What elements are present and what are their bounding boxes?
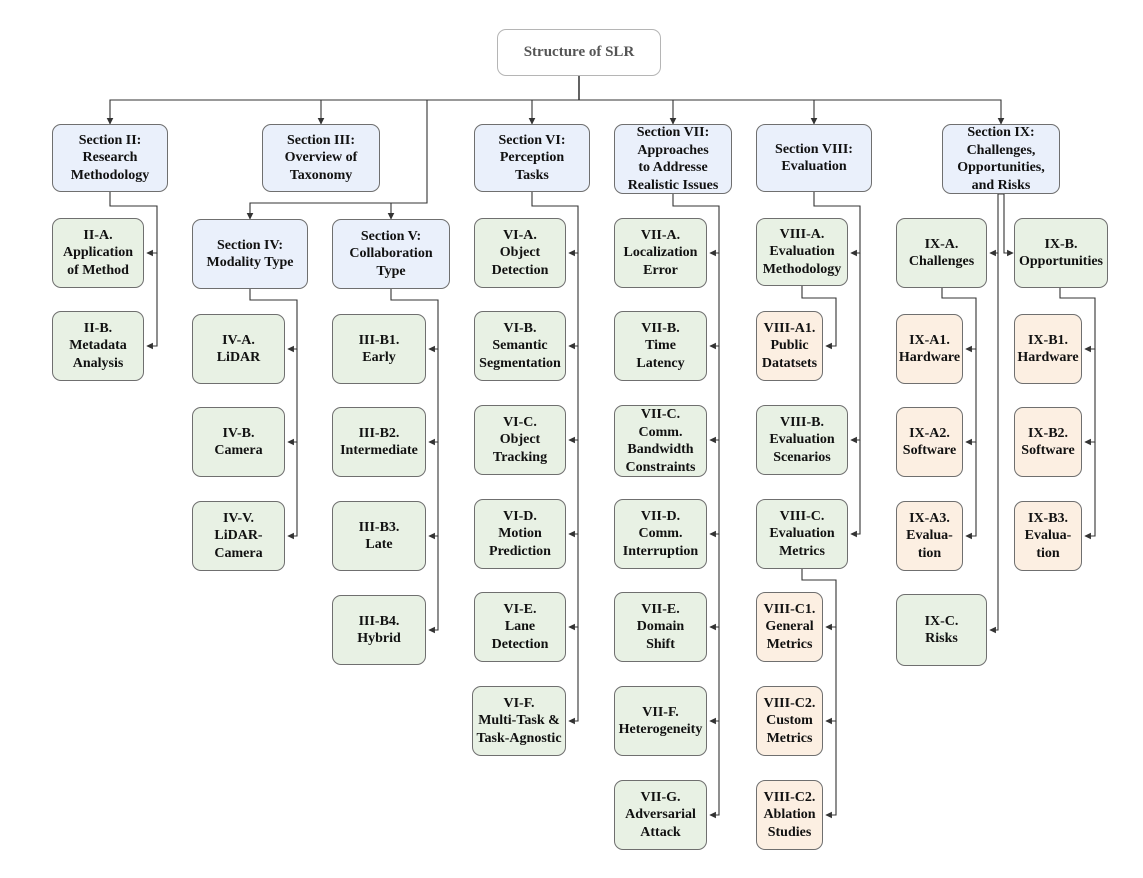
edge-root-s5 [387,202,427,220]
root-node: Structure of SLR [497,29,661,76]
edge-s6-6e [568,534,579,631]
edge-s6-6b [568,253,579,350]
edge-s8-8b [850,253,861,444]
node-vi-f: VI-F. Multi-Task & Task-Agnostic [472,686,566,756]
node-iii-b1: III-B1. Early [332,314,426,384]
node-viii-b: VIII-B. Evaluation Scenarios [756,405,848,475]
edge-s7-7f [709,627,720,725]
edge-s4-4b [287,349,298,446]
node-ix-a: IX-A. Challenges [896,218,987,288]
edge-s6-6f [568,627,579,725]
edge-9a-a3 [965,442,977,540]
edge-s7-7b [709,253,720,350]
node-viii-a: VIII-A. Evaluation Methodology [756,218,848,286]
section-iv-node: Section IV: Modality Type [192,219,308,289]
node-viii-c: VIII-C. Evaluation Metrics [756,499,848,569]
node-vii-b: VII-B. Time Latency [614,311,707,381]
node-ix-c: IX-C. Risks [896,594,987,666]
edge-s5-b1 [390,289,439,353]
edge-root-s4 [246,76,580,220]
node-viii-c3: VIII-C2. Ablation Studies [756,780,823,850]
edge-s2-2b [146,253,158,350]
node-ix-b2: IX-B2. Software [1014,407,1082,477]
node-vi-c: VI-C. Object Tracking [474,405,566,475]
node-vii-g: VII-G. Adversarial Attack [614,780,707,850]
node-ii-b: II-B. Metadata Analysis [52,311,144,381]
node-iii-b4: III-B4. Hybrid [332,595,426,665]
node-iii-b2: III-B2. Intermediate [332,407,426,477]
edge-s9-9c [989,253,999,634]
edge-s7-7d [709,440,720,538]
edge-s7-7c [709,346,720,444]
edge-s7-7a [672,194,720,257]
edge-s5-b2 [428,349,439,446]
node-ix-a1: IX-A1. Hardware [896,314,963,384]
node-iii-b3: III-B3. Late [332,501,426,571]
section-ii-node: Section II: Research Methodology [52,124,168,192]
node-ix-b1: IX-B1. Hardware [1014,314,1082,384]
node-vii-f: VII-F. Heterogeneity [614,686,707,756]
section-vii-node: Section VII: Approaches to Addresse Real… [614,124,732,194]
node-viii-a1: VIII-A1. Public Datatsets [756,311,823,381]
edge-9a-a2 [965,349,977,446]
edge-8c-8c1 [801,569,837,631]
section-iii-node: Section III: Overview of Taxonomy [262,124,380,192]
edge-s7-7g [709,721,720,819]
edge-9b-b3 [1084,442,1096,540]
node-vii-e: VII-E. Domain Shift [614,592,707,662]
edge-s6-6c [568,346,579,444]
edge-root-s9 [578,76,1005,125]
section-vi-node: Section VI: Perception Tasks [474,124,590,192]
edge-s5-b4 [428,536,439,634]
edge-8c-8c2 [825,627,837,725]
node-ix-a2: IX-A2. Software [896,407,963,477]
node-vi-d: VI-D. Motion Prediction [474,499,566,569]
node-vii-a: VII-A. Localization Error [614,218,707,288]
node-viii-c1: VIII-C1. General Metrics [756,592,823,662]
node-vi-b: VI-B. Semantic Segmentation [474,311,566,381]
edge-8a-8a1 [801,286,837,350]
edge-8c-8c3 [825,721,837,819]
edge-9b-b2 [1084,349,1096,446]
edge-s6-6d [568,440,579,538]
edge-s5-b3 [428,442,439,540]
edge-s9-9a [989,193,1001,257]
node-ix-b: IX-B. Opportunities [1014,218,1108,288]
edge-s8-8a [813,192,861,257]
node-ix-a3: IX-A3. Evalua- tion [896,501,963,571]
node-vi-e: VI-E. Lane Detection [474,592,566,662]
node-ix-b3: IX-B3. Evalua- tion [1014,501,1082,571]
node-vii-c: VII-C. Comm. Bandwidth Constraints [614,405,707,477]
edge-s6-6a [531,192,579,257]
edge-s2-2a [109,192,158,257]
edge-s9-9b [1001,193,1014,257]
node-iv-v: IV-V. LiDAR- Camera [192,501,285,571]
node-iv-b: IV-B. Camera [192,407,285,477]
node-iv-a: IV-A. LiDAR [192,314,285,384]
section-viii-node: Section VIII: Evaluation [756,124,872,192]
node-viii-c2: VIII-C2. Custom Metrics [756,686,823,756]
edge-9a-a1 [941,288,977,353]
node-vi-a: VI-A. Object Detection [474,218,566,288]
edge-s4-4a [249,289,298,353]
section-v-node: Section V: Collaboration Type [332,219,450,289]
section-ix-node: Section IX: Challenges, Opportunities, a… [942,124,1060,194]
edge-s7-7e [709,534,720,631]
node-ii-a: II-A. Application of Method [52,218,144,288]
edge-s8-8c [850,440,861,538]
node-vii-d: VII-D. Comm. Interruption [614,499,707,569]
edge-9b-b1 [1059,288,1096,353]
edge-s4-4v [287,442,298,540]
